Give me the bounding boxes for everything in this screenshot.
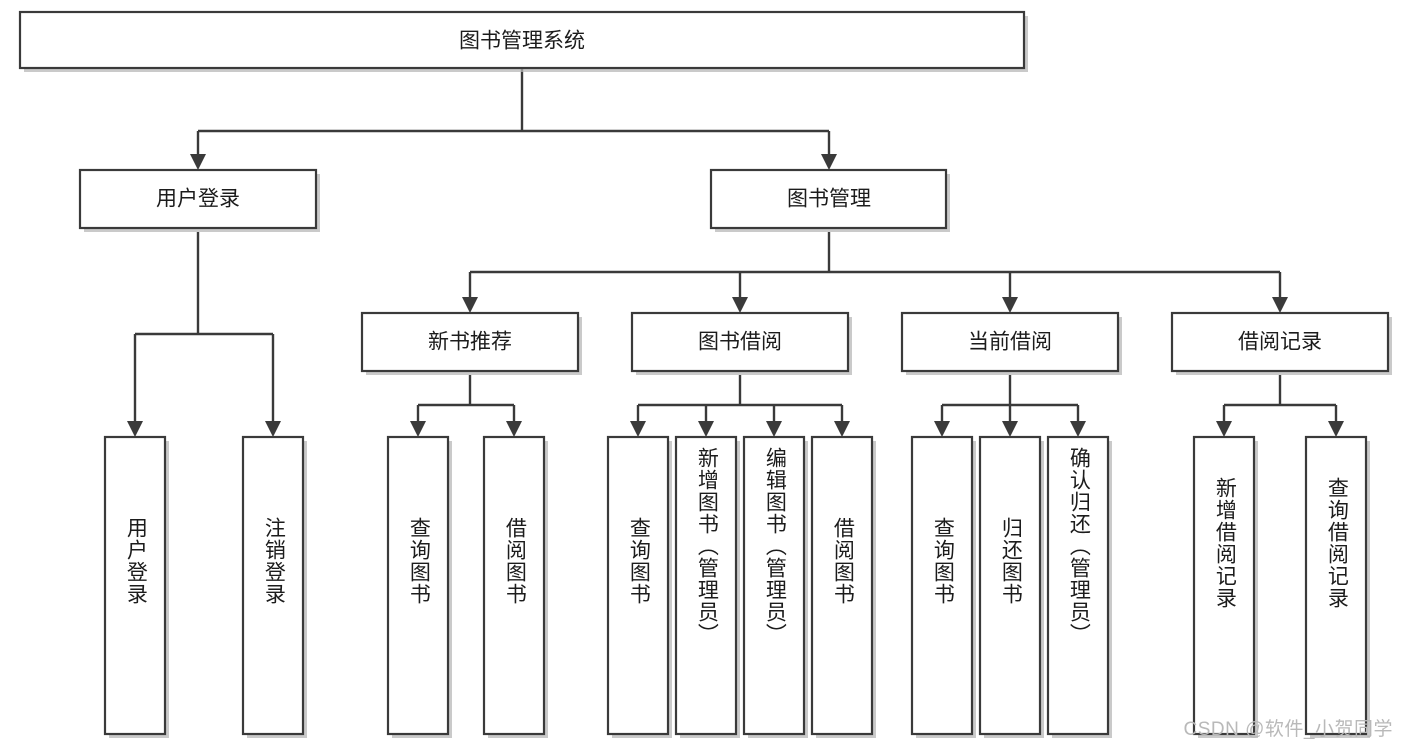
leaf-edit-book-box[interactable]: [742, 435, 806, 736]
arrow-head-leaf-user-login: [127, 421, 143, 437]
arrow-head-borrow-record: [1272, 297, 1288, 313]
current-borrow-node-box[interactable]: [900, 311, 1120, 373]
arrow-head-leaf-borrow-book-2: [834, 421, 850, 437]
leaf-confirm-return-box[interactable]: [1046, 435, 1110, 736]
borrow-record-node-label: 借阅记录: [1238, 331, 1322, 354]
arrow-head-leaf-query-book-3: [934, 421, 950, 437]
borrow-record-node-box[interactable]: [1170, 311, 1390, 373]
leaf-borrow-book-1-box[interactable]: [482, 435, 546, 736]
connector-layer: [127, 68, 1344, 437]
user-login-node-label: 用户登录: [156, 188, 240, 211]
new-book-rec-node-box[interactable]: [360, 311, 580, 373]
user-login-node-box[interactable]: [78, 168, 318, 230]
arrow-head-book-manage: [821, 154, 837, 170]
arrow-head-leaf-edit-book: [766, 421, 782, 437]
arrow-head-leaf-query-record: [1328, 421, 1344, 437]
arrow-head-new-book-rec: [462, 297, 478, 313]
node-layer: 图书管理系统 用户登录 图书管理 新书推荐 图书借阅 当前借阅 借阅记录: [18, 10, 1392, 738]
arrow-head-leaf-add-record: [1216, 421, 1232, 437]
root-node-box[interactable]: [18, 10, 1026, 70]
csdn-watermark: CSDN @软件_小贺同学: [1183, 719, 1393, 740]
arrow-head-user-login: [190, 154, 206, 170]
leaf-logout-box[interactable]: [241, 435, 305, 736]
leaf-user-login-box[interactable]: [103, 435, 167, 736]
leaf-query-book-2-box[interactable]: [606, 435, 670, 736]
leaf-borrow-book-2-box[interactable]: [810, 435, 874, 736]
book-borrow-node-label: 图书借阅: [698, 331, 782, 354]
leaf-query-book-1-box[interactable]: [386, 435, 450, 736]
leaf-add-book-box[interactable]: [674, 435, 738, 736]
arrow-head-leaf-add-book: [698, 421, 714, 437]
arrow-head-leaf-confirm-return: [1070, 421, 1086, 437]
book-manage-node-label: 图书管理: [787, 188, 871, 211]
arrow-head-book-borrow: [732, 297, 748, 313]
arrow-head-leaf-logout: [265, 421, 281, 437]
arrow-head-leaf-query-book-1: [410, 421, 426, 437]
book-borrow-node-box[interactable]: [630, 311, 850, 373]
arrow-head-leaf-query-book-2: [630, 421, 646, 437]
book-manage-node-box[interactable]: [709, 168, 948, 230]
current-borrow-node-label: 当前借阅: [968, 331, 1052, 354]
leaf-add-record-box[interactable]: [1192, 435, 1256, 736]
leaf-query-book-3-box[interactable]: [910, 435, 974, 736]
root-node-label: 图书管理系统: [459, 30, 585, 53]
leaf-query-record-box[interactable]: [1304, 435, 1368, 736]
arrow-head-current-borrow: [1002, 297, 1018, 313]
leaf-return-book-box[interactable]: [978, 435, 1042, 736]
new-book-rec-node-label: 新书推荐: [428, 331, 512, 354]
arrow-head-leaf-return-book: [1002, 421, 1018, 437]
arrow-head-leaf-borrow-book-1: [506, 421, 522, 437]
